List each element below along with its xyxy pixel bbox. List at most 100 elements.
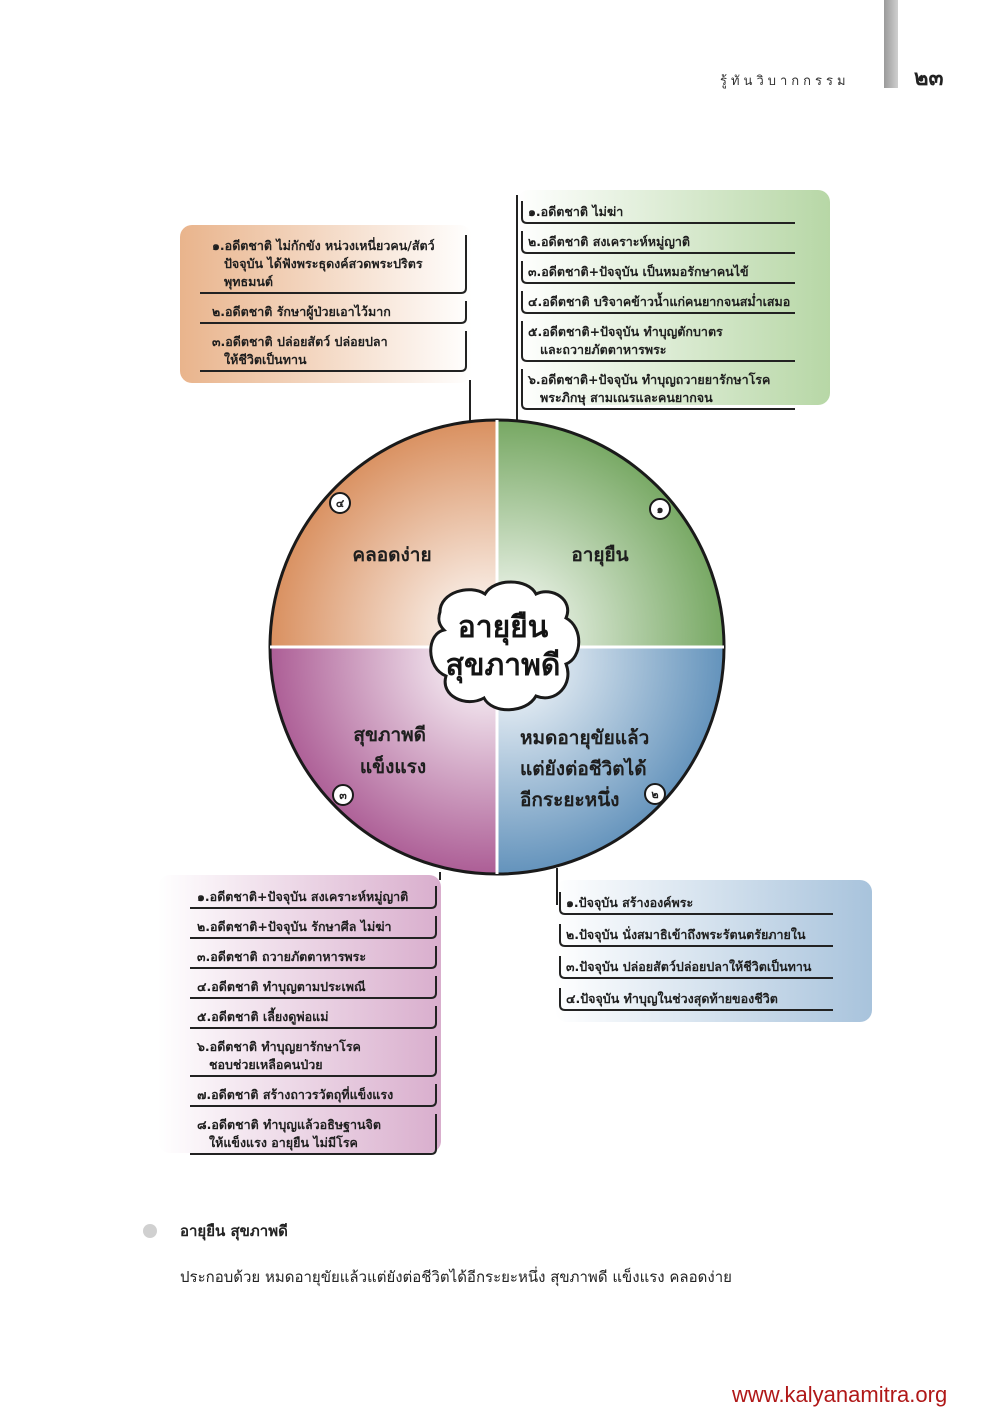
cause-item: ๑.ปัจจุบัน สร้างองค์พระ (566, 895, 693, 911)
cause-item-bracket (190, 946, 437, 969)
number-badge-q3-text: ๓ (339, 789, 347, 802)
cause-item: ๑.อดีตชาติ ไม่ฆ่า (528, 204, 623, 219)
cause-item-line: ๖.อดีตชาติ ทำบุญยารักษาโรค (196, 1039, 361, 1055)
cause-item-line: ให้แข็งแรง อายุยืน ไม่มีโรค (209, 1135, 358, 1151)
cause-item: ๓.อดีตชาติ ปล่อยสัตว์ ปล่อยปลาให้ชีวิตเป… (212, 334, 388, 367)
quadrant-label-q4-line: คลอดง่าย (352, 544, 431, 566)
cause-item-bracket (559, 924, 833, 947)
cause-item: ๓.ปัจจุบัน ปล่อยสัตว์ปล่อยปลาให้ชีวิตเป็… (566, 959, 812, 975)
cause-item-line: ๒.อดีตชาติ รักษาผู้ป่วยเอาไว้มาก (212, 304, 391, 320)
cause-item: ๗.อดีตชาติ สร้างถาวรวัตถุที่แข็งแรง (197, 1086, 393, 1103)
number-badge-q4-text: ๔ (336, 497, 345, 510)
quadrant-label-q1-line: อายุยืน (571, 544, 628, 567)
cause-item: ๔.ปัจจุบัน ทำบุญในช่วงสุดท้ายของชีวิต (566, 991, 778, 1007)
q1-cause-box (517, 190, 830, 405)
cause-item-line: ๑.อดีตชาติ ไม่กักขัง หน่วงเหนี่ยวคน/สัตว… (212, 237, 435, 253)
cause-item: ๑.อดีตชาติ+ปัจจุบัน สงเคราะห์หมู่ญาติ (197, 889, 408, 905)
site-url: www.kalyanamitra.org (732, 1382, 948, 1407)
header-bar (884, 0, 898, 88)
caption-heading: อายุยืน สุขภาพดี (180, 1222, 288, 1240)
cause-item-line: ๒.ปัจจุบัน นั่งสมาธิเข้าถึงพระรัตนตรัยภา… (566, 926, 806, 943)
cause-item-line: ๕.อดีตชาติ+ปัจจุบัน ทำบุญตักบาตร (528, 324, 723, 340)
cause-item-bracket (521, 201, 795, 224)
number-badge-q1-text: ๑ (657, 503, 664, 516)
quadrant-label-q1: อายุยืน (571, 544, 628, 567)
quadrant-label-q2-line: อีกระยะหนึ่ง (520, 786, 619, 811)
cause-item-bracket (190, 1114, 437, 1155)
quadrant-q2 (497, 647, 724, 874)
cause-item-line: พระภิกษุ สามเณรและคนยากจน (540, 390, 713, 406)
number-badge-q1: ๑ (649, 498, 671, 520)
cause-item-bracket (521, 321, 795, 362)
page-number: ๒๓ (914, 65, 944, 91)
cause-item-line: และถวายภัตตาหารพระ (540, 342, 667, 357)
quadrant-label-q2-line: หมดอายุขัยแล้ว (520, 727, 649, 750)
cause-item-line: ๔.อดีตชาติ บริจาคข้าวน้ำแก่คนยากจนสม่ำเส… (528, 292, 790, 309)
cause-item: ๔.อดีตชาติ บริจาคข้าวน้ำแก่คนยากจนสม่ำเส… (528, 292, 790, 309)
cause-item-line: ชอบช่วยเหลือคนป่วย (209, 1057, 323, 1072)
cause-item-bracket (521, 261, 795, 284)
cause-item: ๒.อดีตชาติ+ปัจจุบัน รักษาศีล ไม่ฆ่า (197, 919, 392, 935)
cause-item-line: ๒.อดีตชาติ สงเคราะห์หมู่ญาติ (528, 234, 690, 250)
center-label-line2: สุขภาพดี (446, 648, 561, 684)
cause-item-line: พุทธมนต์ (224, 274, 273, 290)
q3-cause-box (158, 875, 441, 1153)
q4-cause-list: ๑.อดีตชาติ ไม่กักขัง หน่วงเหนี่ยวคน/สัตว… (200, 235, 467, 372)
cause-item: ๒.ปัจจุบัน นั่งสมาธิเข้าถึงพระรัตนตรัยภา… (566, 926, 806, 943)
cause-item-line: ๗.อดีตชาติ สร้างถาวรวัตถุที่แข็งแรง (197, 1086, 393, 1103)
cause-item-bracket (190, 1084, 437, 1107)
cause-item-bracket (559, 892, 833, 915)
q1-cause-list: ๑.อดีตชาติ ไม่ฆ่า๒.อดีตชาติ สงเคราะห์หมู… (521, 201, 795, 410)
q4-cause-box (180, 225, 472, 383)
cause-item-bracket (521, 369, 795, 410)
cause-item-line: ๒.อดีตชาติ+ปัจจุบัน รักษาศีล ไม่ฆ่า (197, 919, 392, 935)
cause-item-bracket (521, 231, 795, 254)
cause-item-bracket (200, 235, 467, 294)
cause-item: ๔.อดีตชาติ ทำบุญตามประเพณี (197, 979, 366, 995)
cause-item-line: ปัจจุบัน ได้ฟังพระธุดงค์สวดพระปริตร (224, 256, 423, 272)
cause-item-line: ให้ชีวิตเป็นทาน (224, 352, 307, 367)
quadrant-label-q3-line: สุขภาพดี (353, 724, 426, 747)
cause-item-bracket (200, 301, 467, 324)
cause-item: ๒.อดีตชาติ สงเคราะห์หมู่ญาติ (528, 234, 690, 250)
cause-item-line: ๑.อดีตชาติ+ปัจจุบัน สงเคราะห์หมู่ญาติ (197, 889, 408, 905)
cause-item-bracket (521, 291, 795, 314)
cause-item-line: ๓.ปัจจุบัน ปล่อยสัตว์ปล่อยปลาให้ชีวิตเป็… (566, 959, 812, 975)
quadrant-label-q2-line: แต่ยังต่อชีวิตได้ (520, 757, 647, 780)
cause-item: ๓.อดีตชาติ ถวายภัตตาหารพระ (197, 949, 366, 964)
cause-item-line: ๑.ปัจจุบัน สร้างองค์พระ (566, 895, 693, 911)
cause-item: ๖.อดีตชาติ ทำบุญยารักษาโรคชอบช่วยเหลือคน… (196, 1039, 361, 1072)
cause-item-line: ๑.อดีตชาติ ไม่ฆ่า (528, 204, 623, 219)
cause-item-bracket (190, 1006, 437, 1029)
cause-item-bracket (190, 1036, 437, 1077)
cause-item-line: ๓.อดีตชาติ ปล่อยสัตว์ ปล่อยปลา (212, 334, 388, 349)
quadrant-label-q4: คลอดง่าย (352, 544, 431, 566)
number-badge-q3: ๓ (332, 784, 354, 806)
q3-cause-list: ๑.อดีตชาติ+ปัจจุบัน สงเคราะห์หมู่ญาติ๒.อ… (190, 886, 437, 1155)
cause-item: ๘.อดีตชาติ ทำบุญแล้วอธิษฐานจิตให้แข็งแรง… (197, 1117, 381, 1151)
quadrant-q3 (270, 647, 497, 874)
number-badge-q2: ๒ (644, 783, 666, 805)
number-badge-q4: ๔ (329, 492, 351, 514)
book-title: รู้ทันวิบากกรรม (720, 74, 850, 89)
caption-body: ประกอบด้วย หมดอายุขัยแล้วแต่ยังต่อชีวิตไ… (180, 1268, 732, 1286)
cause-item-line: ๓.อดีตชาติ+ปัจจุบัน เป็นหมอรักษาคนไข้ (528, 264, 749, 280)
cause-item-bracket (559, 956, 833, 979)
cause-item-line: ๖.อดีตชาติ+ปัจจุบัน ทำบุญถวายยารักษาโรค (527, 372, 770, 388)
quadrant-q4 (270, 420, 497, 647)
cause-item: ๕.อดีตชาติ+ปัจจุบัน ทำบุญตักบาตรและถวายภ… (528, 324, 723, 357)
cause-item-line: ๔.ปัจจุบัน ทำบุญในช่วงสุดท้ายของชีวิต (566, 991, 778, 1007)
q2-cause-box (555, 880, 872, 1022)
cause-item-line: ๕.อดีตชาติ เลี้ยงดูพ่อแม่ (197, 1007, 328, 1025)
center-label-line1: อายุยืน (458, 610, 549, 646)
quadrant-q1 (497, 420, 724, 647)
cause-item-line: ๔.อดีตชาติ ทำบุญตามประเพณี (197, 979, 366, 995)
caption-bullet (143, 1224, 157, 1238)
cause-item: ๓.อดีตชาติ+ปัจจุบัน เป็นหมอรักษาคนไข้ (528, 264, 749, 280)
cause-item-bracket (559, 988, 833, 1011)
quadrant-label-q3: สุขภาพดี แข็งแรง (353, 724, 432, 778)
cause-item: ๒.อดีตชาติ รักษาผู้ป่วยเอาไว้มาก (212, 304, 391, 320)
cause-item-bracket (190, 916, 437, 939)
